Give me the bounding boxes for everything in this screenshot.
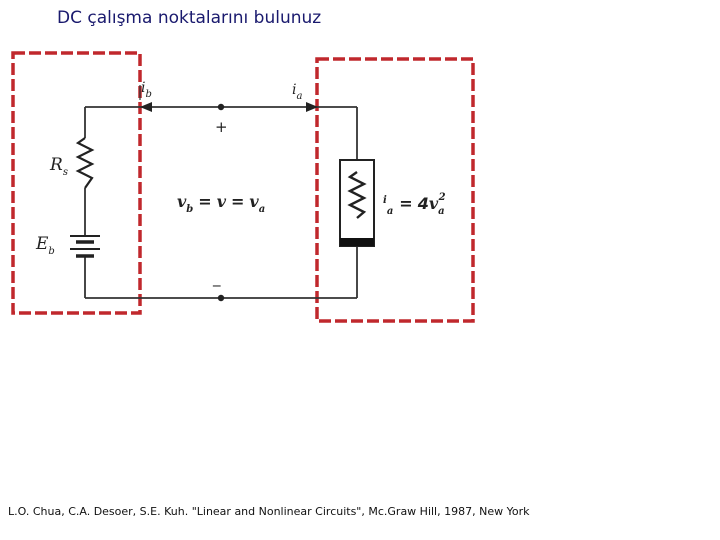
right-branch-highlight [315, 57, 475, 323]
current-arrow-ib [140, 102, 152, 112]
voltage-equation: vb=v=va [177, 192, 265, 215]
nonlinear-equation: ia=4va2 [383, 192, 446, 217]
left-branch-highlight [11, 51, 142, 315]
current-label-ia: ia [292, 82, 302, 102]
battery-label: Eb [35, 234, 55, 257]
polarity-plus: + [215, 118, 228, 136]
current-label-ib: ib [141, 80, 152, 100]
nonlinear-resistor [339, 159, 375, 247]
top-node [217, 103, 225, 111]
page-title: DC çalışma noktalarını bulunuz [57, 8, 322, 28]
reference-citation: L.O. Chua, C.A. Desoer, S.E. Kuh. "Linea… [8, 505, 530, 518]
battery-eb [70, 235, 100, 258]
bottom-node [217, 294, 225, 302]
resistor-rs [75, 137, 95, 189]
polarity-minus: _ [212, 269, 221, 288]
resistor-label: Rs [49, 155, 68, 178]
current-arrow-ia [306, 102, 318, 112]
